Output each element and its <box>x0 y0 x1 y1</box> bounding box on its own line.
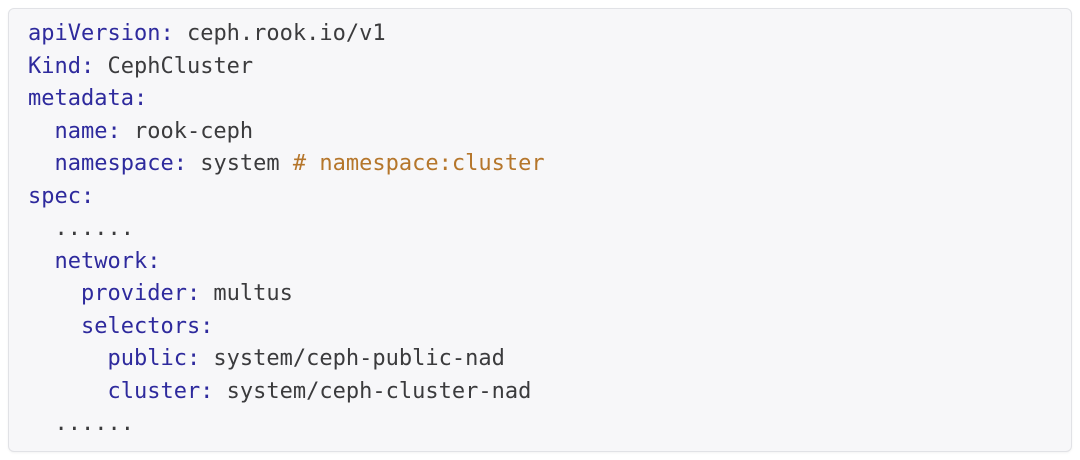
code-line: cluster: system/ceph-cluster-nad <box>28 376 1052 409</box>
code-token-value: system/ceph-public-nad <box>200 346 505 371</box>
code-token-key: apiVersion: <box>28 21 174 46</box>
code-line: provider: multus <box>28 278 1052 311</box>
code-token-value: system <box>186 151 293 176</box>
code-token-value: ...... <box>28 411 134 436</box>
code-line: spec: <box>28 181 1052 214</box>
code-line: metadata: <box>28 83 1052 116</box>
code-token-key: metadata: <box>28 86 148 111</box>
code-line: selectors: <box>28 311 1052 344</box>
code-token-key: spec: <box>28 183 95 209</box>
code-line: public: system/ceph-public-nad <box>28 343 1052 376</box>
code-line: ...... <box>28 408 1052 441</box>
code-token-key: network: <box>28 248 161 274</box>
code-line: name: rook-ceph <box>28 116 1052 149</box>
code-token-value: ...... <box>28 216 134 241</box>
code-token-comment: # namespace:cluster <box>292 151 545 176</box>
code-token-value: ceph.rook.io/v1 <box>173 21 386 46</box>
code-line: Kind: CephCluster <box>28 51 1052 84</box>
code-token-value: rook-ceph <box>120 118 254 144</box>
code-token-key: provider: <box>28 281 201 306</box>
code-token-key: selectors: <box>28 313 214 339</box>
code-token-value: CephCluster <box>94 53 254 79</box>
code-token-key: public: <box>28 346 201 371</box>
code-token-value: system/ceph-cluster-nad <box>213 378 532 404</box>
code-token-key: Kind: <box>28 53 95 79</box>
code-token-key: cluster: <box>28 378 214 404</box>
code-line: ...... <box>28 213 1052 246</box>
code-token-key: name: <box>28 118 121 144</box>
code-line: apiVersion: ceph.rook.io/v1 <box>28 18 1052 51</box>
code-token-value: multus <box>200 281 293 306</box>
code-line: namespace: system # namespace:cluster <box>28 148 1052 181</box>
code-line: network: <box>28 246 1052 279</box>
code-token-key: namespace: <box>28 151 187 176</box>
